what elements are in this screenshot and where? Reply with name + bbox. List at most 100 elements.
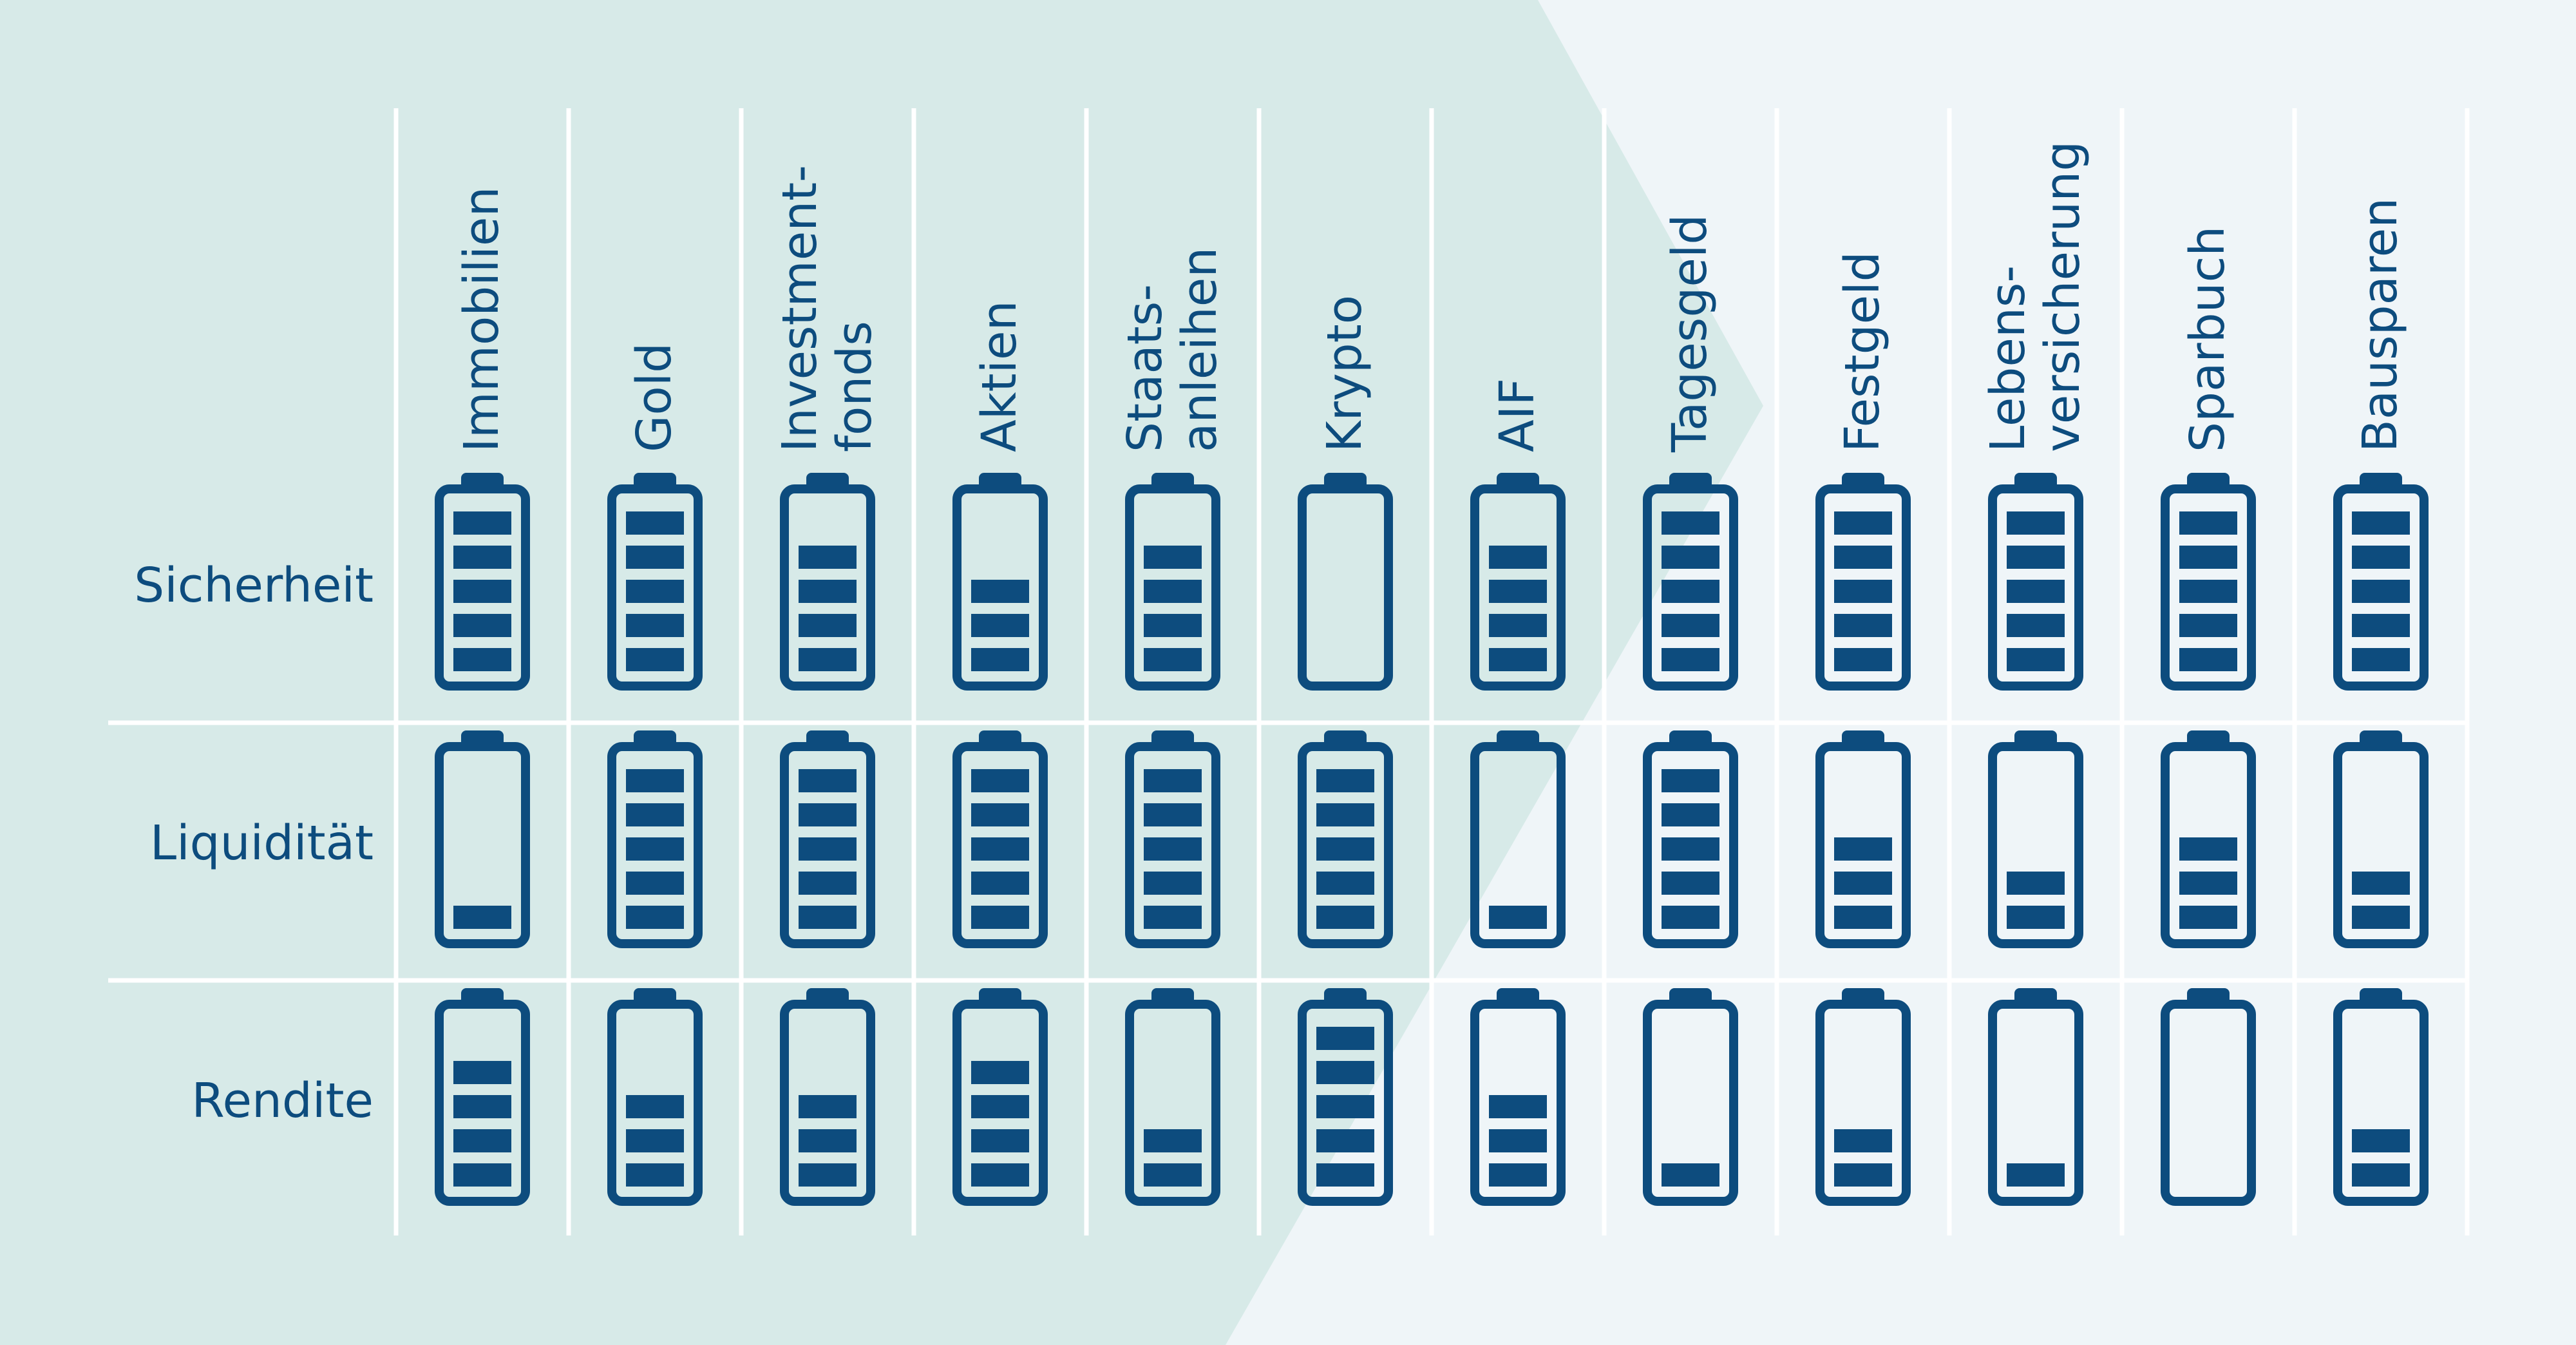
- battery-body: [1470, 742, 1566, 948]
- battery-level-bar: [1834, 1163, 1892, 1187]
- battery-level-bar: [1662, 1163, 1719, 1187]
- column-label-line: Bausparen: [2353, 197, 2409, 452]
- battery-level-bar: [2007, 906, 2065, 929]
- battery-level-bar: [971, 648, 1029, 671]
- battery-level-bar: [1316, 1027, 1374, 1050]
- battery-level-bar: [2007, 580, 2065, 603]
- battery-level-bar: [626, 1163, 684, 1187]
- battery-level-bar: [1662, 769, 1719, 792]
- battery-level-bar: [971, 906, 1029, 929]
- battery-icon: [1988, 473, 2083, 691]
- battery-level-bar: [453, 1129, 511, 1152]
- battery-level-bar: [1489, 648, 1547, 671]
- battery-level-bar: [1834, 906, 1892, 929]
- battery-level-bar: [626, 1129, 684, 1152]
- battery-level-bar: [1662, 803, 1719, 826]
- battery-icon: [1988, 988, 2083, 1206]
- battery-icon: [2333, 473, 2429, 691]
- battery-icon: [952, 473, 1048, 691]
- battery-body: [2161, 742, 2256, 948]
- battery-level-bar: [1489, 1129, 1547, 1152]
- battery-icon: [780, 730, 875, 948]
- battery-icon: [2161, 730, 2256, 948]
- battery-body: [2333, 484, 2429, 691]
- battery-level-bar: [1662, 614, 1719, 637]
- battery-icon: [607, 988, 703, 1206]
- battery-level-bar: [971, 1095, 1029, 1118]
- battery-level-bar: [2179, 546, 2237, 569]
- battery-level-bar: [971, 837, 1029, 861]
- battery-icon: [952, 730, 1048, 948]
- battery-level-bar: [453, 648, 511, 671]
- battery-level-bar: [2007, 511, 2065, 535]
- battery-level-bar: [1144, 1129, 1202, 1152]
- battery-level-bar: [799, 769, 857, 792]
- column-label-line: Aktien: [972, 300, 1028, 452]
- battery-level-bar: [2352, 511, 2410, 535]
- row-label: Sicherheit: [134, 558, 374, 613]
- battery-level-bar: [1316, 1163, 1374, 1187]
- battery-icon: [1298, 730, 1393, 948]
- battery-icon: [435, 730, 530, 948]
- battery-level-bar: [1316, 1129, 1374, 1152]
- battery-body: [1470, 484, 1566, 691]
- battery-level-bar: [799, 648, 857, 671]
- battery-body: [1815, 742, 1911, 948]
- column-label-line: Festgeld: [1835, 251, 1891, 452]
- battery-body: [1643, 1000, 1738, 1206]
- battery-body: [1125, 742, 1220, 948]
- battery-body: [2161, 484, 2256, 691]
- battery-body: [780, 1000, 875, 1206]
- battery-icon: [2333, 730, 2429, 948]
- battery-body: [435, 1000, 530, 1206]
- column-label-line: Investment-: [772, 165, 828, 452]
- battery-body: [2333, 1000, 2429, 1206]
- battery-level-bar: [971, 614, 1029, 637]
- battery-level-bar: [1316, 1061, 1374, 1084]
- battery-level-bar: [1316, 769, 1374, 792]
- battery-icon: [2161, 473, 2256, 691]
- battery-level-bar: [453, 511, 511, 535]
- battery-level-bar: [2179, 580, 2237, 603]
- battery-level-bar: [626, 837, 684, 861]
- battery-icon: [780, 473, 875, 691]
- battery-body: [1298, 1000, 1393, 1206]
- battery-icon: [1298, 988, 1393, 1206]
- battery-level-bar: [453, 1095, 511, 1118]
- battery-body: [1815, 484, 1911, 691]
- battery-level-bar: [2352, 872, 2410, 895]
- battery-level-bar: [626, 546, 684, 569]
- battery-level-bar: [799, 1163, 857, 1187]
- battery-level-bar: [626, 803, 684, 826]
- battery-level-bar: [2007, 648, 2065, 671]
- battery-body: [1988, 742, 2083, 948]
- battery-level-bar: [971, 580, 1029, 603]
- battery-icon: [2333, 988, 2429, 1206]
- battery-body: [607, 484, 703, 691]
- battery-level-bar: [1316, 803, 1374, 826]
- battery-level-bar: [1316, 872, 1374, 895]
- battery-level-bar: [799, 614, 857, 637]
- battery-level-bar: [799, 546, 857, 569]
- row-label: Rendite: [191, 1073, 374, 1129]
- battery-level-bar: [1144, 803, 1202, 826]
- battery-icon: [780, 988, 875, 1206]
- battery-level-bar: [1662, 511, 1719, 535]
- battery-body: [952, 484, 1048, 691]
- battery-body: [1125, 484, 1220, 691]
- battery-icon: [1470, 988, 1566, 1206]
- battery-body: [607, 742, 703, 948]
- battery-level-bar: [453, 1163, 511, 1187]
- battery-level-bar: [1316, 1095, 1374, 1118]
- battery-level-bar: [1144, 906, 1202, 929]
- battery-icon: [1815, 730, 1911, 948]
- battery-level-bar: [1834, 614, 1892, 637]
- battery-level-bar: [626, 906, 684, 929]
- battery-level-bar: [971, 1163, 1029, 1187]
- battery-level-bar: [971, 803, 1029, 826]
- column-label-line: Staats-: [1117, 284, 1173, 452]
- battery-level-bar: [2352, 1163, 2410, 1187]
- battery-level-bar: [1662, 546, 1719, 569]
- battery-icon: [607, 730, 703, 948]
- battery-level-bar: [1144, 769, 1202, 792]
